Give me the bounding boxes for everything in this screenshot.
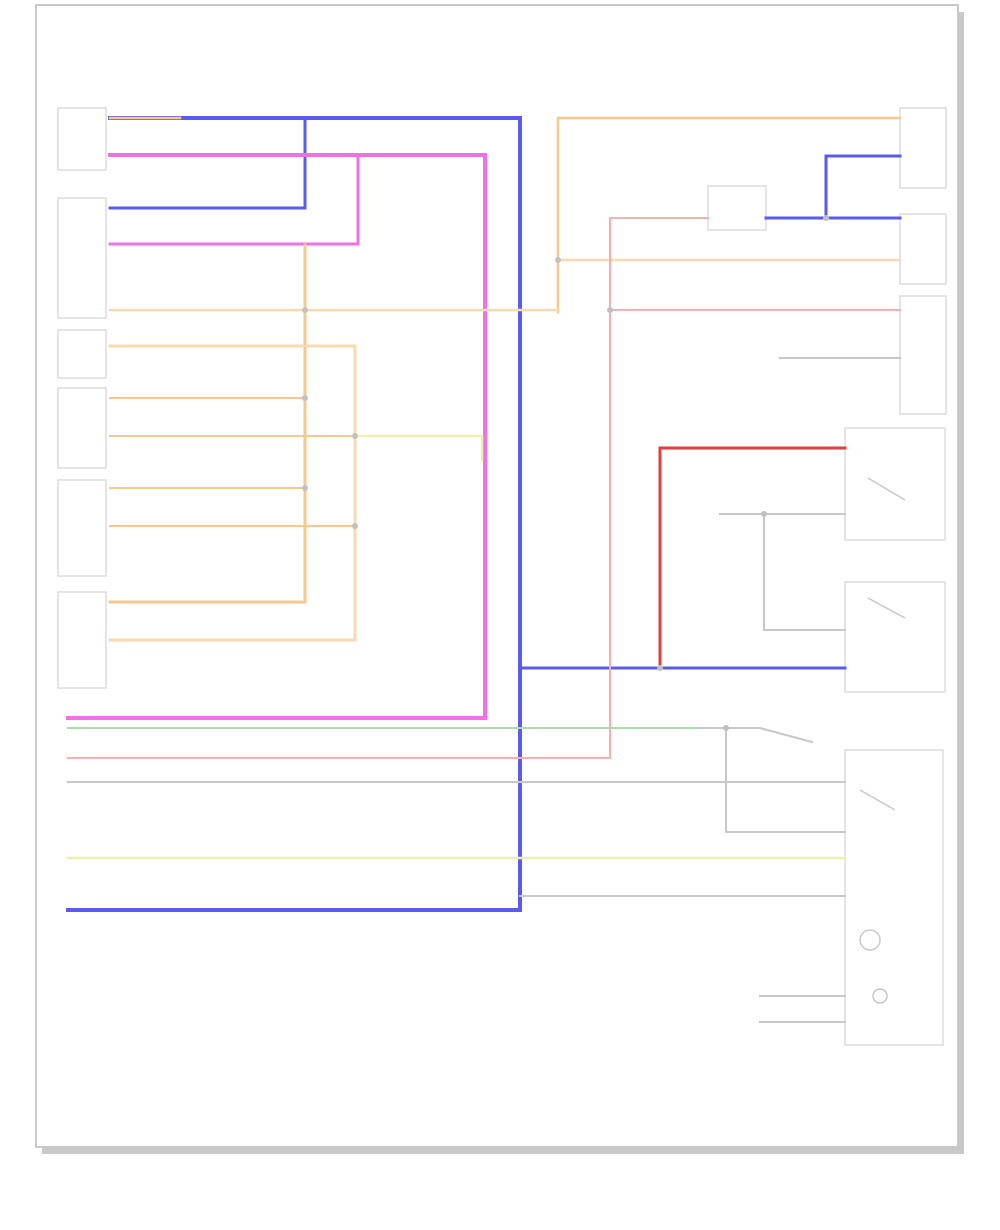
junction — [723, 725, 729, 731]
connector-r2 — [899, 213, 947, 285]
junction — [823, 215, 829, 221]
connector-l2 — [57, 197, 107, 319]
junction — [761, 511, 767, 517]
diagram-frame — [35, 4, 964, 1154]
switch-s2 — [844, 581, 946, 693]
wire-orange-vertical-1 — [108, 243, 307, 604]
relay-box — [707, 185, 767, 231]
wire-yellow-short — [353, 434, 484, 462]
connector-r3 — [899, 295, 947, 415]
wire-blue-branch — [108, 116, 307, 210]
module-m1-contact — [859, 789, 896, 811]
wire-blue-main — [66, 116, 522, 912]
wire-magenta-branch — [108, 153, 360, 246]
switch-contacts — [859, 477, 906, 1004]
wires — [66, 116, 902, 1023]
module-m1-element — [872, 988, 888, 1004]
connector-l6 — [57, 591, 107, 689]
wire-magenta-main — [66, 153, 487, 720]
switch-s1 — [844, 427, 946, 541]
junction — [302, 485, 308, 491]
frame-border — [35, 4, 959, 1148]
connector-l4 — [57, 387, 107, 469]
junction — [352, 433, 358, 439]
junction — [555, 257, 561, 263]
junction — [607, 307, 613, 313]
right-components — [707, 107, 947, 1046]
junction — [302, 395, 308, 401]
junctions — [302, 215, 829, 731]
connector-l5 — [57, 479, 107, 577]
left-connectors — [57, 107, 107, 689]
wire-blue-relay-up — [824, 154, 902, 220]
module-m1 — [844, 749, 944, 1046]
wire-orange-vertical-2 — [108, 344, 357, 642]
wire-orange-right-top — [556, 116, 902, 314]
connector-l3 — [57, 329, 107, 379]
connector-l1 — [57, 107, 107, 171]
junction — [302, 307, 308, 313]
wire-gray-6 — [763, 513, 846, 631]
module-m1-motor — [859, 929, 881, 951]
switch-s1-contact — [867, 477, 906, 501]
wire-gray-3 — [699, 727, 814, 744]
connector-r1 — [899, 107, 947, 189]
wire-gray-4 — [725, 727, 846, 833]
wire-pink-relay — [67, 217, 709, 759]
junction — [657, 665, 663, 671]
junction — [352, 523, 358, 529]
wire-red — [658, 446, 847, 670]
switch-s2-contact — [867, 597, 906, 619]
